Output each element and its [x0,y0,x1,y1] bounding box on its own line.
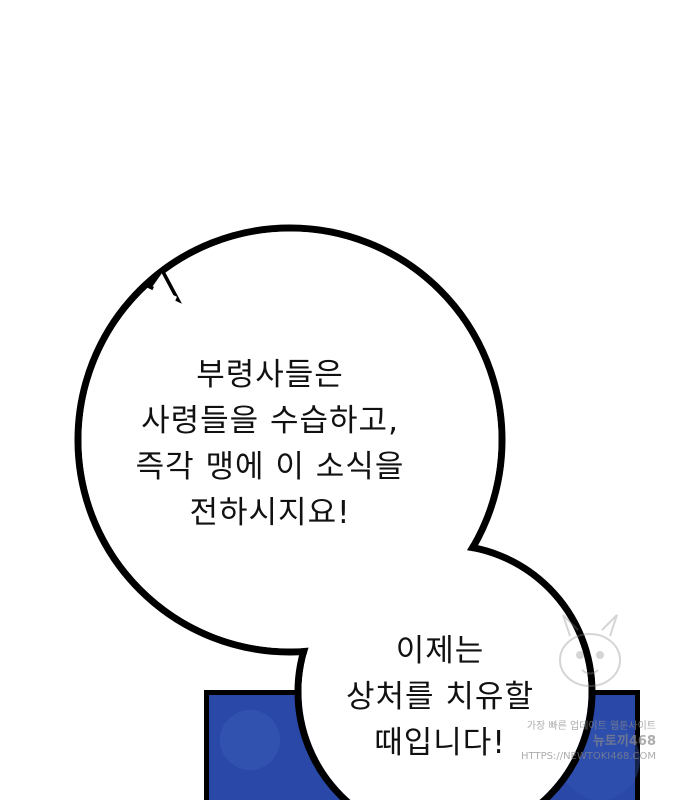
speech-bubble-1-outline [74,224,506,656]
speech-bubble-group [74,224,596,800]
dialogue-line: 상처를 치유할 [346,679,534,715]
dialogue-line: 사령들을 수습하고, [141,403,399,439]
speech-bubble-1-text: 부령사들은 사령들을 수습하고, 즉각 맹에 이 소식을 전하시지요! [120,352,420,536]
site-watermark: 가장 빠른 업데이트 웹툰사이트 뉴토끼468 HTTPS://NEWTOKI4… [521,720,656,764]
dialogue-line: 때입니다! [374,725,506,761]
dialogue-line: 이제는 [395,633,485,669]
watermark-tagline: 가장 빠른 업데이트 웹툰사이트 [526,721,656,732]
speech-bubble-2-text: 이제는 상처를 치유할 때입니다! [320,628,560,766]
watermark-mascot-icon [559,614,621,687]
watermark-url: HTTPS://NEWTOKI468.COM [521,751,656,762]
dialogue-line: 부령사들은 [196,357,344,393]
dialogue-line: 전하시지요! [189,495,351,531]
watermark-site-name: 뉴토끼468 [592,734,656,749]
dialogue-line: 즉각 맹에 이 소식을 [135,449,405,485]
